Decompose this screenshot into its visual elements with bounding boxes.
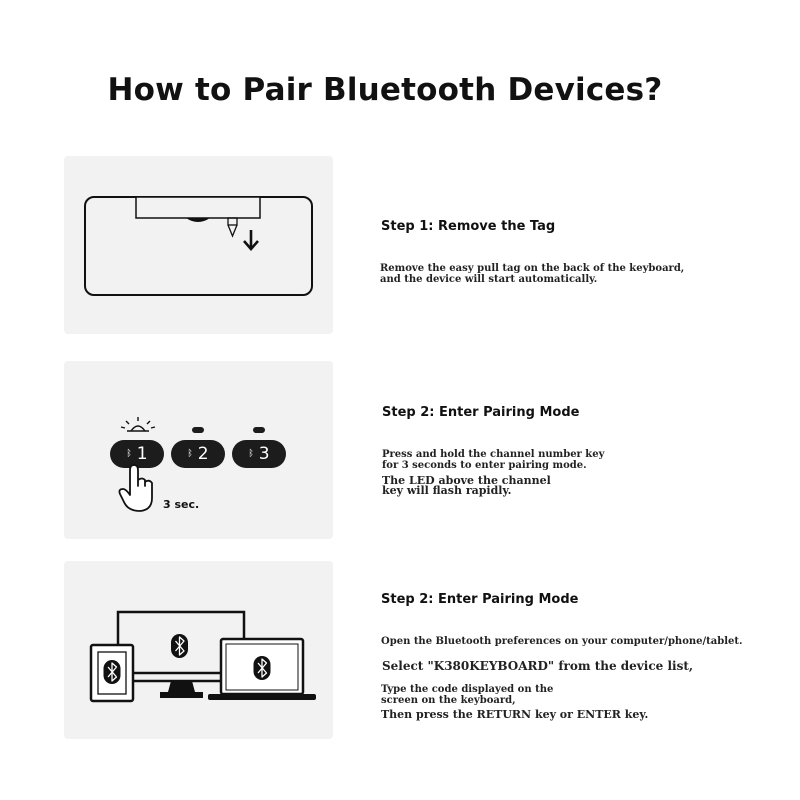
step2-title: Step 2: Enter Pairing Mode — [382, 405, 580, 420]
step3-line-3: Type the code displayed on the — [381, 684, 554, 695]
bluetooth-icon — [171, 634, 188, 658]
led-indicator-3 — [253, 427, 265, 433]
bluetooth-icon: ᛒ — [126, 449, 132, 459]
bluetooth-icon: ᛒ — [187, 449, 193, 459]
step3-illustration-panel — [64, 561, 333, 739]
step3-line-5: Then press the RETURN key or ENTER key. — [381, 708, 649, 721]
arrow-down-icon — [243, 230, 259, 251]
step1-title: Step 1: Remove the Tag — [381, 219, 556, 234]
keyboard-outline-icon — [84, 196, 313, 296]
bluetooth-icon — [253, 656, 271, 680]
devices-illustration — [89, 610, 316, 703]
step2-line-3: The LED above the channel — [382, 474, 551, 487]
step3-title: Step 2: Enter Pairing Mode — [381, 592, 579, 607]
hold-duration-label: 3 sec. — [163, 498, 200, 511]
step3-line-2: Select "K380KEYBOARD" from the device li… — [382, 659, 694, 673]
channel-key-2[interactable]: ᛒ 2 — [171, 440, 225, 468]
step2-line-4: key will flash rapidly. — [382, 484, 512, 497]
led-flash-icon — [120, 417, 156, 432]
channel-key-3[interactable]: ᛒ 3 — [232, 440, 286, 468]
bluetooth-icon: ᛒ — [248, 449, 254, 459]
step1-line-1: Remove the easy pull tag on the back of … — [380, 263, 685, 274]
pointing-hand-icon — [118, 464, 153, 512]
step2-line-2: for 3 seconds to enter pairing mode. — [382, 460, 587, 471]
step2-illustration-panel: ᛒ 1 ᛒ 2 ᛒ 3 3 sec. — [64, 361, 333, 539]
channel-key-label: 2 — [197, 444, 209, 464]
step3-line-1: Open the Bluetooth preferences on your c… — [381, 636, 743, 647]
step1-illustration-panel — [64, 156, 333, 334]
led-indicator-2 — [192, 427, 204, 433]
channel-key-1[interactable]: ᛒ 1 — [110, 440, 164, 468]
step1-line-2: and the device will start automatically. — [380, 274, 598, 285]
channel-key-label: 3 — [258, 444, 270, 464]
step2-line-1: Press and hold the channel number key — [382, 449, 605, 460]
channel-key-label: 1 — [136, 444, 148, 464]
bluetooth-icon — [103, 660, 121, 684]
page-title: How to Pair Bluetooth Devices? — [107, 72, 663, 108]
step3-line-4: screen on the keyboard, — [381, 695, 516, 706]
